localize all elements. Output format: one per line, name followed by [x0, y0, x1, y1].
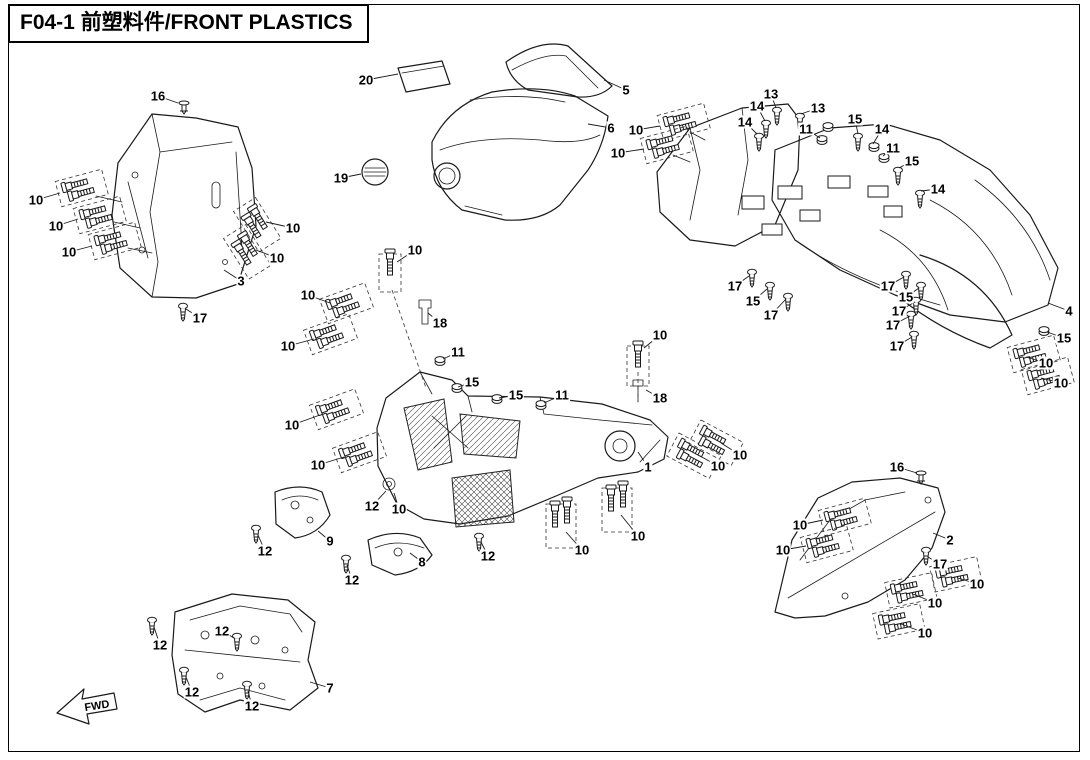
- callout-10: 10: [299, 287, 317, 303]
- callout-10: 10: [406, 242, 424, 258]
- callout-15: 15: [903, 153, 921, 169]
- callout-9: 9: [325, 533, 335, 549]
- callout-14: 14: [873, 121, 891, 137]
- callout-15: 15: [744, 293, 762, 309]
- callout-10: 10: [279, 338, 297, 354]
- callout-10: 10: [651, 327, 669, 343]
- callout-18: 18: [431, 315, 449, 331]
- callout-3: 3: [236, 273, 246, 289]
- callout-10: 10: [916, 625, 934, 641]
- part-5-top-cover: [505, 43, 613, 98]
- callout-11: 11: [554, 387, 570, 403]
- callout-10: 10: [60, 244, 78, 260]
- callout-12: 12: [479, 548, 497, 564]
- callout-10: 10: [609, 145, 627, 161]
- callout-18: 18: [651, 390, 669, 406]
- page-title: F04-1 前塑料件/FRONT PLASTICS: [20, 11, 353, 34]
- part-8-bracket: [367, 532, 433, 576]
- loose-fasteners: [95, 100, 1050, 700]
- callout-12: 12: [213, 623, 231, 639]
- callout-17: 17: [726, 278, 744, 294]
- callout-12: 12: [183, 684, 201, 700]
- callout-6: 6: [606, 120, 616, 136]
- callout-15: 15: [507, 387, 525, 403]
- callout-10: 10: [1052, 375, 1070, 391]
- callout-14: 14: [929, 181, 947, 197]
- callout-1: 1: [643, 459, 653, 475]
- callout-16: 16: [149, 88, 167, 104]
- callout-16: 16: [888, 459, 906, 475]
- callout-10: 10: [968, 576, 986, 592]
- callout-19: 19: [332, 170, 350, 186]
- callout-10: 10: [27, 192, 45, 208]
- callout-17: 17: [762, 307, 780, 323]
- callout-20: 20: [357, 72, 375, 88]
- part-20-pad: [397, 60, 451, 93]
- callout-15: 15: [1055, 330, 1073, 346]
- part-4-front-fender: [656, 103, 1059, 349]
- callout-10: 10: [774, 542, 792, 558]
- fwd-arrow: FWD: [56, 688, 118, 725]
- callout-12: 12: [151, 637, 169, 653]
- callout-11: 11: [885, 140, 901, 156]
- callout-13: 13: [809, 100, 827, 116]
- callout-17: 17: [890, 303, 908, 319]
- callout-12: 12: [363, 498, 381, 514]
- callout-8: 8: [417, 554, 427, 570]
- callout-2: 2: [945, 532, 955, 548]
- callout-12: 12: [243, 698, 261, 714]
- callout-10: 10: [573, 542, 591, 558]
- callout-10: 10: [47, 218, 65, 234]
- callout-12: 12: [256, 543, 274, 559]
- part-7-lower-guard: [171, 593, 319, 713]
- callout-7: 7: [325, 680, 335, 696]
- callout-15: 15: [463, 374, 481, 390]
- callout-10: 10: [283, 417, 301, 433]
- callout-10: 10: [731, 447, 749, 463]
- part-9-bracket: [274, 486, 331, 539]
- fwd-label: FWD: [84, 698, 111, 714]
- callout-11: 11: [450, 344, 466, 360]
- callout-14: 14: [748, 98, 766, 114]
- part-6-front-panel: [431, 88, 609, 221]
- part-18-mount-posts: [391, 289, 644, 403]
- callout-10: 10: [709, 458, 727, 474]
- callout-14: 14: [736, 114, 754, 130]
- part-3-side-panel: [111, 113, 257, 299]
- callout-10: 10: [309, 457, 327, 473]
- callout-10: 10: [627, 122, 645, 138]
- callout-10: 10: [629, 528, 647, 544]
- callout-11: 11: [798, 121, 814, 137]
- callout-10: 10: [1037, 355, 1055, 371]
- diagram-title-box: F04-1 前塑料件/FRONT PLASTICS: [8, 4, 369, 44]
- callout-10: 10: [268, 250, 286, 266]
- callout-4: 4: [1064, 303, 1074, 319]
- part-19-emblem: [361, 158, 389, 186]
- callout-13: 13: [762, 86, 780, 102]
- callout-17: 17: [931, 556, 949, 572]
- callout-15: 15: [846, 111, 864, 127]
- callout-12: 12: [343, 572, 361, 588]
- callout-17: 17: [884, 317, 902, 333]
- callout-10: 10: [390, 501, 408, 517]
- callout-5: 5: [621, 82, 631, 98]
- callout-10: 10: [926, 595, 944, 611]
- callout-17: 17: [888, 338, 906, 354]
- callout-15: 15: [897, 289, 915, 305]
- callout-10: 10: [284, 220, 302, 236]
- page-border: [8, 4, 1080, 752]
- callout-17: 17: [191, 310, 209, 326]
- callout-17: 17: [879, 278, 897, 294]
- callout-10: 10: [791, 517, 809, 533]
